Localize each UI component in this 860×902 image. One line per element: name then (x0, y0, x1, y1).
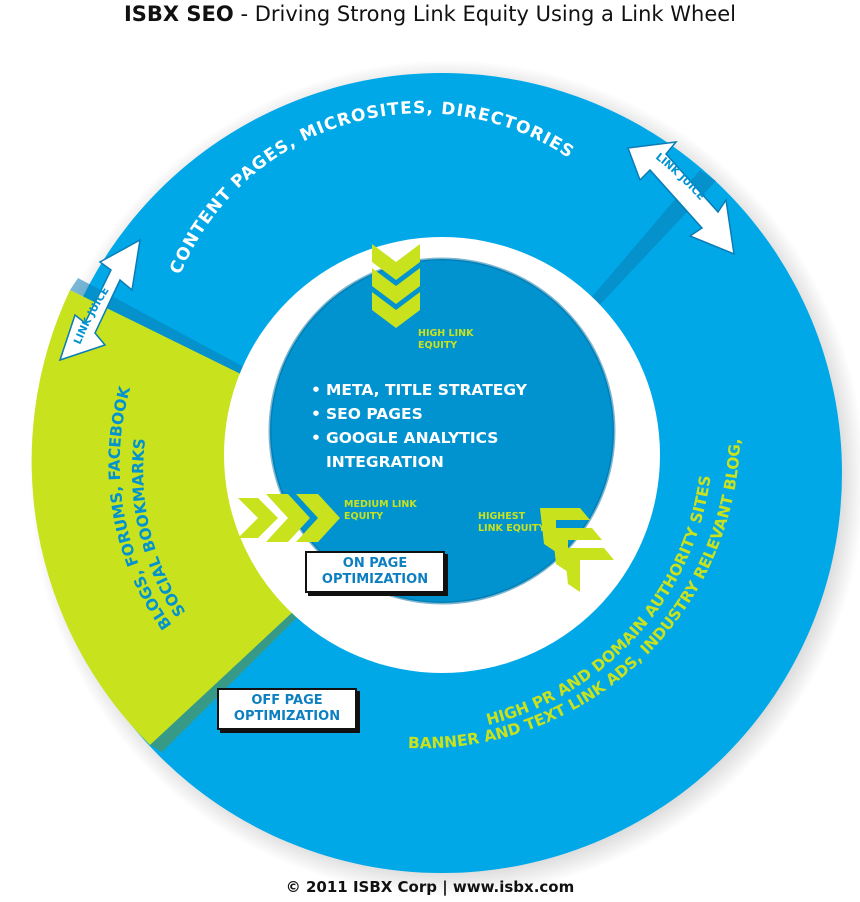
chevron-down-icon (372, 244, 420, 328)
link-juice-arrow-left (58, 238, 141, 362)
medium-link-equity-line2: EQUITY (344, 511, 384, 522)
off-page-optimization-box: OFF PAGE OPTIMIZATION (217, 688, 357, 730)
on-page-line2: OPTIMIZATION (321, 572, 429, 587)
medium-link-equity-line1: MEDIUM LINK (344, 499, 417, 510)
title-subtitle: - Driving Strong Link Equity Using a Lin… (240, 2, 737, 26)
off-page-line2: OPTIMIZATION (233, 709, 341, 724)
off-page-line1: OFF PAGE (251, 693, 323, 708)
title-brand: ISBX SEO (123, 2, 234, 26)
high-link-equity-line2: EQUITY (418, 340, 458, 351)
chevron-right-icon (238, 494, 340, 542)
highest-link-equity-line1: HIGHEST (478, 511, 526, 522)
diagram-title: ISBX SEO - Driving Strong Link Equity Us… (0, 2, 860, 26)
list-item: SEO PAGES (310, 402, 570, 426)
on-page-optimization-box: ON PAGE OPTIMIZATION (305, 551, 445, 593)
on-page-line1: ON PAGE (342, 556, 408, 571)
link-juice-arrow-right (626, 141, 735, 256)
high-link-equity-tag: HIGH LINK EQUITY (418, 328, 473, 352)
highest-link-equity-line2: LINK EQUITY (478, 523, 546, 534)
medium-link-equity-tag: MEDIUM LINK EQUITY (344, 499, 417, 523)
on-page-items-list: META, TITLE STRATEGY SEO PAGES GOOGLE AN… (310, 378, 570, 474)
list-item: INTEGRATION (326, 453, 444, 471)
list-item: META, TITLE STRATEGY (310, 378, 570, 402)
inner-core-edge (268, 257, 616, 605)
highest-link-equity-tag: HIGHEST LINK EQUITY (478, 511, 545, 535)
high-link-equity-line1: HIGH LINK (418, 328, 474, 339)
footer-copyright: © 2011 ISBX Corp | www.isbx.com (285, 878, 575, 896)
list-item: GOOGLE ANALYTICS (310, 426, 570, 450)
chevron-up-left-icon (540, 508, 614, 592)
